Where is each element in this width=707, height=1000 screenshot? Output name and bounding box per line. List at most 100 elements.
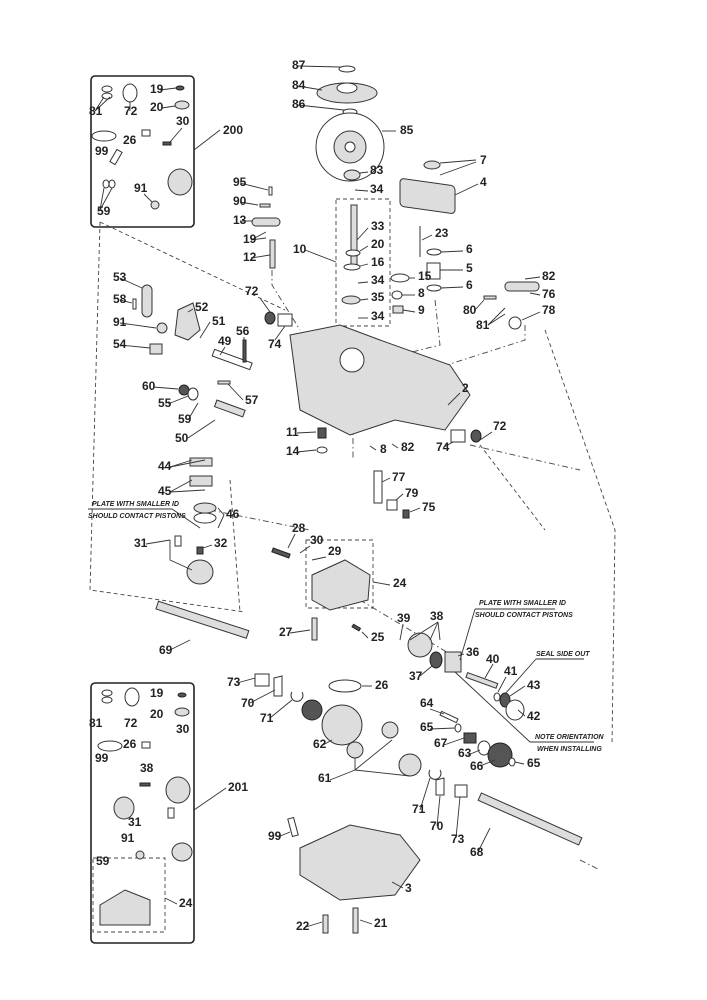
part-label-23: 23 <box>435 226 449 240</box>
part-8-plug <box>391 290 403 300</box>
part-56-bolt <box>242 339 247 363</box>
part-label-38: 38 <box>430 609 444 623</box>
part-label-20: 20 <box>371 237 385 251</box>
part-label-28: 28 <box>292 521 306 535</box>
part-label-9: 9 <box>418 303 425 317</box>
part-70-fork <box>273 675 283 697</box>
part-52-arm <box>174 302 201 341</box>
part-label-67: 67 <box>434 736 448 750</box>
part-label-37: 37 <box>409 669 423 683</box>
note-left-line-2: SHOULD CONTACT PISTONS <box>88 513 186 520</box>
part-72-seal-upper <box>264 311 276 325</box>
part-53-lever <box>141 284 153 318</box>
part-61-gear-c <box>398 753 422 777</box>
axis-line-e <box>469 444 581 471</box>
part-label-64: 64 <box>420 696 434 710</box>
part-83-nut <box>343 169 361 181</box>
part-labels: 8784868583347495901319121033201634353423… <box>89 58 556 933</box>
part-38-motor-block <box>407 632 433 658</box>
part-label-12: 12 <box>243 250 257 264</box>
part-label-31: 31 <box>134 536 148 550</box>
part-36-plate <box>444 651 462 673</box>
part-label-26: 26 <box>123 737 137 751</box>
part-label-85: 85 <box>400 123 414 137</box>
part-4-reservoir <box>399 178 456 214</box>
part-46-thrust-washers <box>193 512 217 524</box>
part-label-54: 54 <box>113 337 127 351</box>
part-84-pulley-hub <box>336 82 358 94</box>
axis-line-d <box>399 325 526 381</box>
part-label-34: 34 <box>371 309 385 323</box>
part-label-22: 22 <box>296 919 310 933</box>
part-label-40: 40 <box>486 652 500 666</box>
part-label-34: 34 <box>370 182 384 196</box>
part-69-shaft <box>155 600 250 639</box>
part-label-60: 60 <box>142 379 156 393</box>
part-91-washer <box>156 322 168 334</box>
part-label-45: 45 <box>158 484 172 498</box>
part-label-35: 35 <box>371 290 385 304</box>
part-label-10: 10 <box>293 242 307 256</box>
part-46-thrust-bearing <box>193 502 217 514</box>
part-label-74: 74 <box>268 337 282 351</box>
kit-201-contents <box>97 687 193 926</box>
part-label-56: 56 <box>236 324 250 338</box>
part-label-30: 30 <box>176 114 190 128</box>
part-label-73: 73 <box>451 832 465 846</box>
part-26-ring <box>328 679 362 693</box>
part-55-washer <box>187 387 199 401</box>
part-label-26: 26 <box>123 133 137 147</box>
part-72-seal-right <box>470 429 482 443</box>
axis-line-h <box>579 859 601 871</box>
part-label-70: 70 <box>430 819 444 833</box>
part-40-shaft <box>465 672 499 689</box>
part-61-gear-b <box>381 721 399 739</box>
part-label-43: 43 <box>527 678 541 692</box>
part-label-69: 69 <box>159 643 173 657</box>
part-label-51: 51 <box>212 314 226 328</box>
part-label-29: 29 <box>328 544 342 558</box>
part-label-68: 68 <box>470 845 484 859</box>
part-85-fan <box>315 112 385 182</box>
note-orient-line-1: NOTE ORIENTATION <box>535 734 605 741</box>
part-27-bolt <box>311 617 318 641</box>
part-label-46: 46 <box>226 507 240 521</box>
part-label-33: 33 <box>371 219 385 233</box>
part-32-spring <box>196 546 204 555</box>
part-label-71: 71 <box>412 802 426 816</box>
part-label-24: 24 <box>393 576 407 590</box>
part-22-bolt <box>322 914 329 934</box>
part-95-pin <box>268 186 273 196</box>
part-2-main-housing <box>289 324 471 436</box>
note-right-line-2: SHOULD CONTACT PISTONS <box>475 612 573 619</box>
part-label-52: 52 <box>195 300 209 314</box>
part-label-99: 99 <box>95 751 109 765</box>
part-label-84: 84 <box>292 78 306 92</box>
region-outline-right2 <box>544 329 616 746</box>
part-3-lower-housing <box>299 824 421 901</box>
part-label-81: 81 <box>89 104 103 118</box>
part-45-swash <box>189 475 213 487</box>
region-outline-right <box>229 479 241 613</box>
part-2-housing-boss <box>339 347 365 373</box>
part-31-cylinder-block <box>186 559 214 585</box>
part-57-pin <box>217 380 231 385</box>
part-41-ring <box>493 692 501 702</box>
part-12-shaft <box>269 239 276 269</box>
part-9-fitting <box>392 305 404 314</box>
part-79-block <box>386 499 398 511</box>
part-65-washer-b <box>508 757 516 767</box>
part-54-block <box>149 343 163 355</box>
note-right: PLATE WITH SMALLER ID SHOULD CONTACT PIS… <box>459 600 573 661</box>
part-43-seal <box>499 692 511 708</box>
part-label-76: 76 <box>542 287 556 301</box>
part-68-axle <box>477 792 583 846</box>
part-label-20: 20 <box>150 100 164 114</box>
note-left: PLATE WITH SMALLER ID SHOULD CONTACT PIS… <box>88 501 201 529</box>
part-label-30: 30 <box>176 722 190 736</box>
part-15-cap <box>390 273 410 283</box>
part-label-79: 79 <box>405 486 419 500</box>
part-label-200: 200 <box>223 123 243 137</box>
part-label-71: 71 <box>260 711 274 725</box>
part-label-2: 2 <box>462 381 469 395</box>
